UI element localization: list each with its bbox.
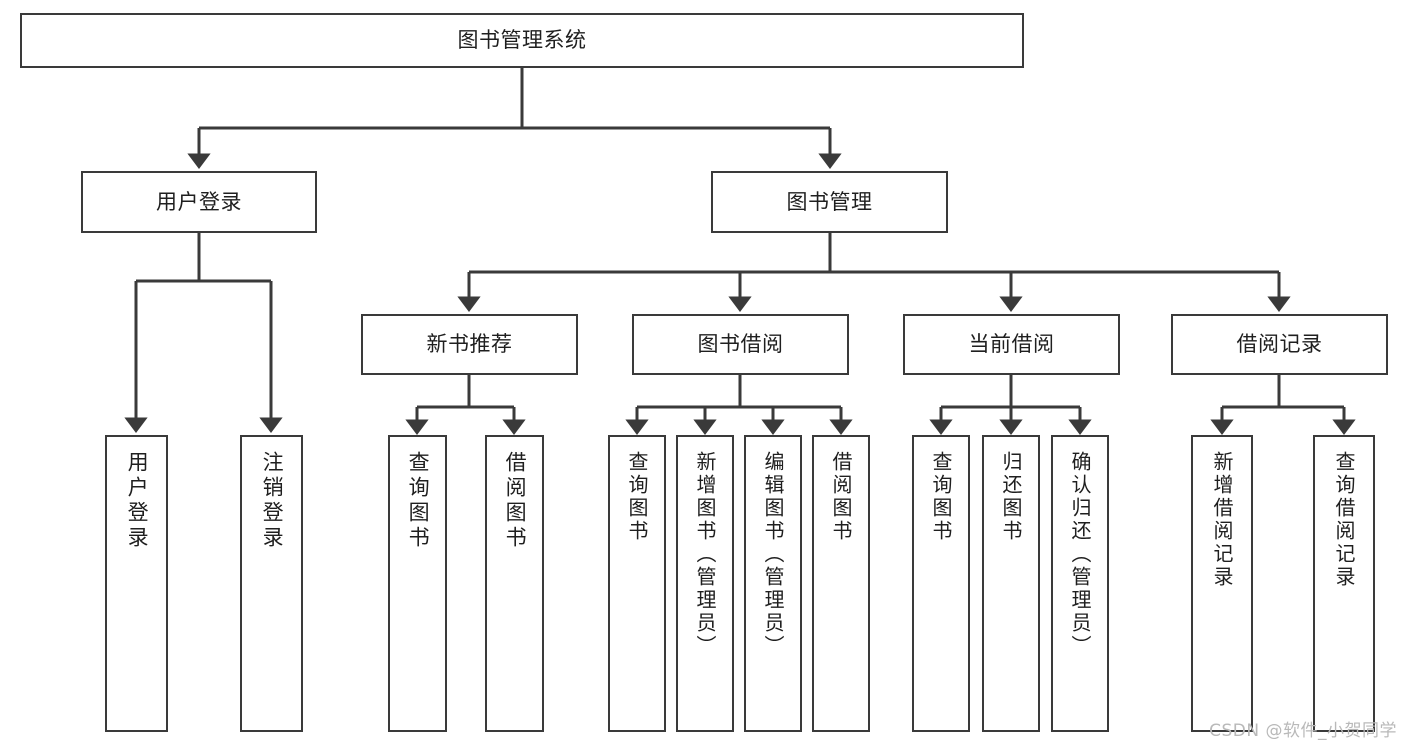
node-borrow-record[interactable]: 借阅记录 bbox=[1171, 314, 1388, 375]
leaf-user-login[interactable]: 用户登录 bbox=[105, 435, 168, 732]
node-label: 确认归还（管理员） bbox=[1068, 451, 1092, 658]
node-book-management[interactable]: 图书管理 bbox=[711, 171, 948, 233]
node-label: 借阅图书 bbox=[503, 451, 528, 551]
node-label: 图书管理 bbox=[786, 189, 873, 214]
node-root-system[interactable]: 图书管理系统 bbox=[20, 13, 1024, 68]
leaf-borrow-book[interactable]: 借阅图书 bbox=[812, 435, 870, 732]
node-new-book-recommend[interactable]: 新书推荐 bbox=[361, 314, 578, 375]
leaf-edit-book-admin[interactable]: 编辑图书（管理员） bbox=[744, 435, 802, 732]
leaf-query-book-borrow[interactable]: 查询图书 bbox=[608, 435, 666, 732]
node-current-borrow[interactable]: 当前借阅 bbox=[903, 314, 1120, 375]
node-user-login[interactable]: 用户登录 bbox=[81, 171, 317, 233]
node-label: 查询图书 bbox=[929, 451, 953, 543]
node-label: 编辑图书（管理员） bbox=[761, 451, 785, 658]
node-label: 用户登录 bbox=[125, 451, 150, 551]
node-label: 新增借阅记录 bbox=[1210, 451, 1234, 589]
node-label: 注销登录 bbox=[260, 451, 285, 551]
node-label: 借阅记录 bbox=[1236, 332, 1323, 357]
node-label: 查询借阅记录 bbox=[1332, 451, 1356, 589]
node-label: 归还图书 bbox=[999, 451, 1023, 543]
leaf-add-book-admin[interactable]: 新增图书（管理员） bbox=[676, 435, 734, 732]
leaf-query-book-current[interactable]: 查询图书 bbox=[912, 435, 970, 732]
node-label: 借阅图书 bbox=[829, 451, 853, 543]
leaf-add-borrow-record[interactable]: 新增借阅记录 bbox=[1191, 435, 1253, 732]
node-label: 图书管理系统 bbox=[457, 28, 587, 53]
leaf-borrow-book-new[interactable]: 借阅图书 bbox=[485, 435, 544, 732]
node-label: 新书推荐 bbox=[426, 332, 513, 357]
leaf-query-borrow-record[interactable]: 查询借阅记录 bbox=[1313, 435, 1375, 732]
leaf-logout[interactable]: 注销登录 bbox=[240, 435, 303, 732]
node-book-borrow[interactable]: 图书借阅 bbox=[632, 314, 849, 375]
leaf-return-book[interactable]: 归还图书 bbox=[982, 435, 1040, 732]
node-label: 用户登录 bbox=[156, 189, 242, 214]
node-label: 当前借阅 bbox=[968, 332, 1055, 357]
leaf-confirm-return-admin[interactable]: 确认归还（管理员） bbox=[1051, 435, 1109, 732]
node-label: 图书借阅 bbox=[697, 332, 784, 357]
watermark: CSDN @软件_小贺同学 bbox=[1209, 721, 1397, 741]
node-label: 新增图书（管理员） bbox=[693, 451, 717, 658]
node-label: 查询图书 bbox=[625, 451, 649, 543]
node-label: 查询图书 bbox=[406, 451, 431, 551]
leaf-query-book-new[interactable]: 查询图书 bbox=[388, 435, 447, 732]
